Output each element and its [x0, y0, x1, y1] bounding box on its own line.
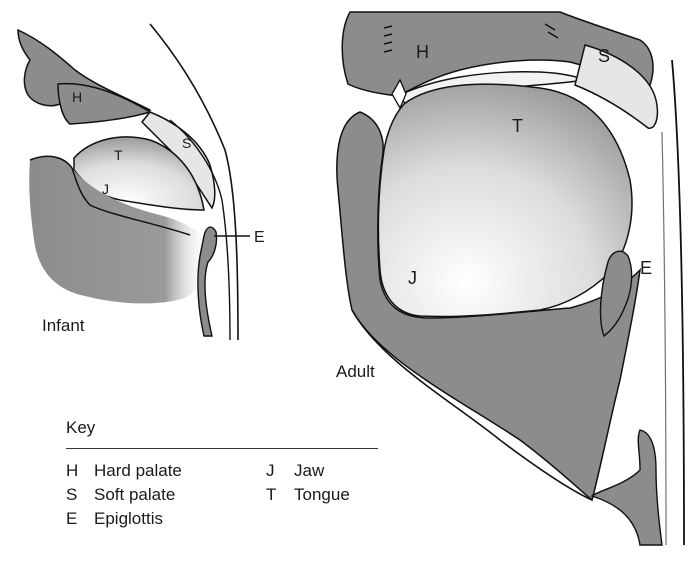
key-divider: [66, 448, 378, 449]
key-text: Tongue: [294, 485, 350, 505]
adult-label-S: S: [598, 46, 610, 66]
key-text: Jaw: [294, 461, 324, 481]
adult-pharynx-inner: [662, 132, 666, 545]
key-column-right: J Jaw T Tongue: [266, 461, 350, 529]
adult-section: H S T J E: [337, 12, 684, 545]
infant-caption: Infant: [42, 316, 85, 336]
infant-section: H S T J E: [18, 24, 265, 340]
adult-label-E: E: [640, 258, 652, 278]
key-legend: Key H Hard palate S Soft palate E Epiglo…: [66, 418, 386, 529]
key-letter: J: [266, 461, 294, 481]
key-entry: T Tongue: [266, 485, 350, 505]
adult-label-H: H: [416, 42, 429, 62]
key-title: Key: [66, 418, 386, 438]
key-text: Hard palate: [94, 461, 182, 481]
adult-pharynx-wall: [672, 60, 684, 545]
infant-label-T: T: [114, 147, 123, 163]
key-letter: T: [266, 485, 294, 505]
key-letter: S: [66, 485, 94, 505]
infant-label-J: J: [102, 181, 109, 197]
key-column-left: H Hard palate S Soft palate E Epiglottis: [66, 461, 266, 529]
adult-caption: Adult: [336, 362, 375, 382]
key-entry: E Epiglottis: [66, 509, 266, 529]
key-letter: H: [66, 461, 94, 481]
key-text: Epiglottis: [94, 509, 163, 529]
adult-label-T: T: [512, 116, 523, 136]
adult-label-J: J: [408, 268, 417, 288]
key-letter: E: [66, 509, 94, 529]
key-entry: S Soft palate: [66, 485, 266, 505]
infant-label-H: H: [72, 89, 82, 105]
infant-label-E: E: [254, 229, 265, 246]
key-entry: J Jaw: [266, 461, 350, 481]
infant-label-S: S: [182, 135, 191, 151]
key-text: Soft palate: [94, 485, 175, 505]
key-entry: H Hard palate: [66, 461, 266, 481]
